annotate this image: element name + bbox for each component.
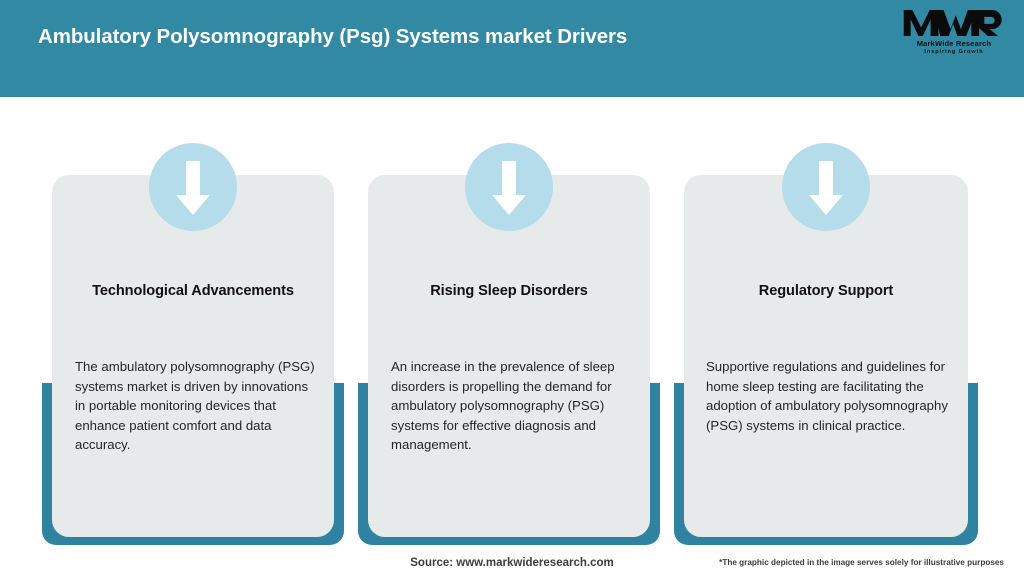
card-body-text: The ambulatory polysomnography (PSG) sys… bbox=[75, 359, 315, 452]
card-body-text: An increase in the prevalence of sleep d… bbox=[391, 359, 615, 452]
card-surface: Technological Advancements The ambulator… bbox=[52, 175, 334, 537]
card-surface: Regulatory Support Supportive regulation… bbox=[684, 175, 968, 537]
arrow-down-glyph bbox=[176, 161, 210, 215]
logo-company-name: MarkWide Research bbox=[916, 39, 992, 48]
card-surface: Rising Sleep Disorders An increase in th… bbox=[368, 175, 650, 537]
card-title: Technological Advancements bbox=[92, 283, 294, 299]
arrow-down-glyph bbox=[492, 161, 526, 215]
mwr-logo-icon bbox=[903, 10, 1002, 36]
arrow-down-icon bbox=[465, 143, 553, 231]
arrow-down-icon bbox=[782, 143, 870, 231]
disclaimer-label: *The graphic depicted in the image serve… bbox=[719, 558, 1004, 567]
logo-tagline: Inspiring Growth bbox=[924, 49, 984, 55]
card-title: Rising Sleep Disorders bbox=[430, 283, 588, 299]
logo: MarkWide Research Inspiring Growth bbox=[902, 8, 1006, 62]
source-label: Source: www.markwideresearch.com bbox=[410, 557, 614, 569]
header-band: Ambulatory Polysomnography (Psg) Systems… bbox=[0, 0, 1024, 97]
card-title: Regulatory Support bbox=[758, 283, 894, 299]
arrow-down-glyph bbox=[809, 161, 843, 215]
page-title: Ambulatory Polysomnography (Psg) Systems… bbox=[38, 25, 628, 48]
arrow-down-icon bbox=[149, 143, 237, 231]
card-body-text: Supportive regulations and guidelines fo… bbox=[706, 359, 948, 433]
